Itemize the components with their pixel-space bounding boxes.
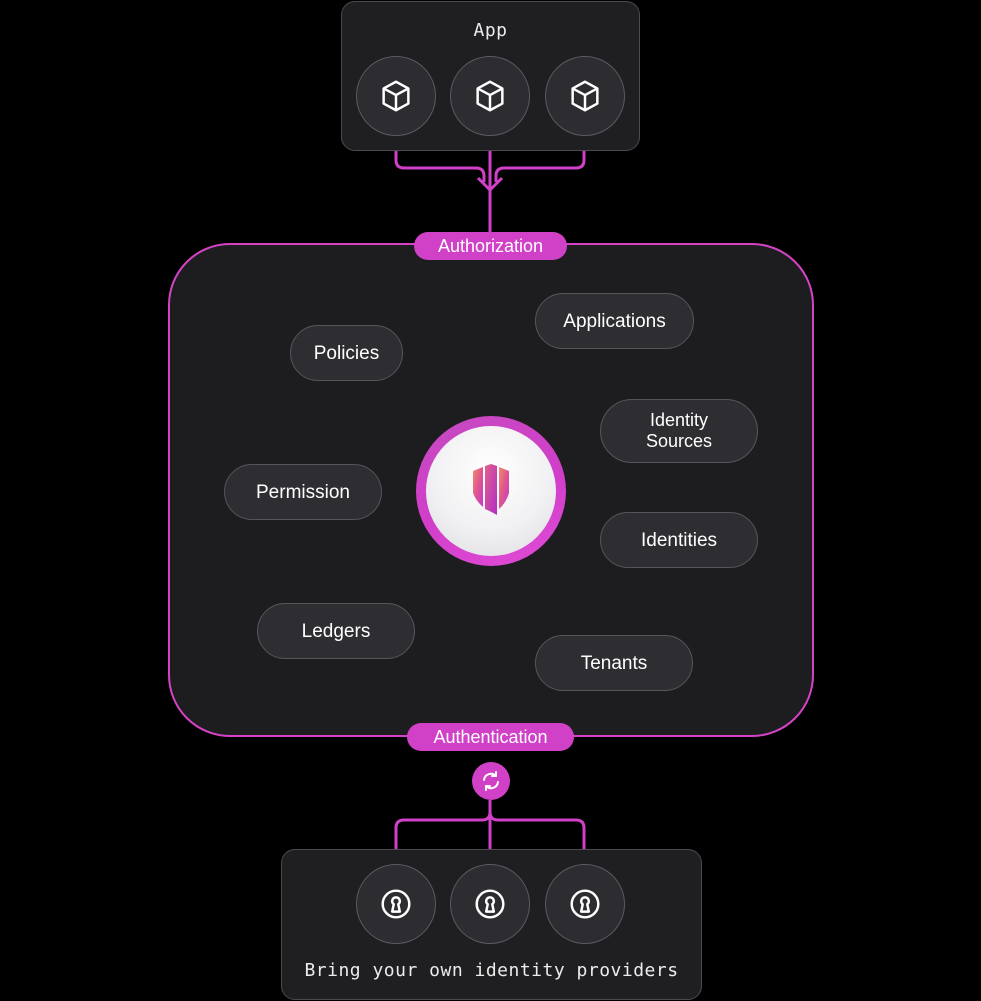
- sync-icon: [483, 771, 499, 791]
- identity-sources-pill[interactable]: Identity Sources: [600, 399, 758, 463]
- identity-provider-node[interactable]: [545, 864, 625, 944]
- tenants-pill[interactable]: Tenants: [535, 635, 693, 691]
- keyhole-icon: [475, 889, 505, 919]
- cube-icon: [382, 80, 410, 112]
- sync-badge[interactable]: [472, 762, 510, 800]
- app-node[interactable]: [356, 56, 436, 136]
- permission-pill[interactable]: Permission: [224, 464, 382, 520]
- identities-pill[interactable]: Identities: [600, 512, 758, 568]
- ledgers-pill[interactable]: Ledgers: [257, 603, 415, 659]
- identity-provider-node[interactable]: [450, 864, 530, 944]
- policies-pill[interactable]: Policies: [290, 325, 403, 381]
- app-node[interactable]: [545, 56, 625, 136]
- app-title: App: [473, 20, 508, 41]
- center-hub-inner: [426, 426, 556, 556]
- applications-pill[interactable]: Applications: [535, 293, 694, 349]
- center-hub: [416, 416, 566, 566]
- authorization-label: Authorization: [414, 232, 567, 260]
- cube-icon: [571, 80, 599, 112]
- app-node[interactable]: [450, 56, 530, 136]
- cube-icon: [476, 80, 504, 112]
- keyhole-icon: [381, 889, 411, 919]
- shield-icon: [473, 464, 509, 515]
- authentication-label: Authentication: [407, 723, 574, 751]
- identity-provider-node[interactable]: [356, 864, 436, 944]
- keyhole-icon: [570, 889, 600, 919]
- identity-providers-title: Bring your own identity providers: [304, 960, 679, 981]
